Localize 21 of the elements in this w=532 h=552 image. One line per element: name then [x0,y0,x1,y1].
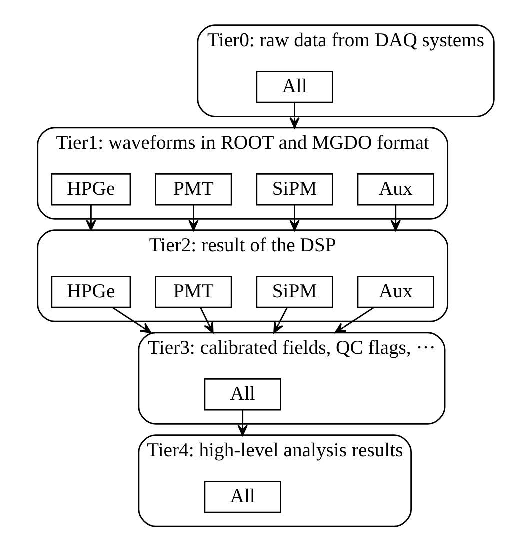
node-box: All [256,71,334,104]
arrow [274,308,288,334]
arrow [188,205,199,232]
node-box: All [204,480,282,514]
arrow [290,205,300,232]
node-box: HPGe [51,276,132,308]
node-box: SiPM [256,276,334,308]
arrow [86,205,96,232]
node-box: Aux [357,174,434,206]
arrow [238,410,248,436]
arrow [390,205,401,232]
node-box: PMT [155,276,232,308]
arrow [200,308,214,334]
node-box: SiPM [256,174,334,206]
node-box: Aux [357,276,434,308]
arrow [112,307,152,334]
arrow [290,102,300,129]
node-box: HPGe [51,174,132,206]
node-box: All [204,378,282,411]
node-box: PMT [155,174,232,206]
arrow [334,307,374,334]
